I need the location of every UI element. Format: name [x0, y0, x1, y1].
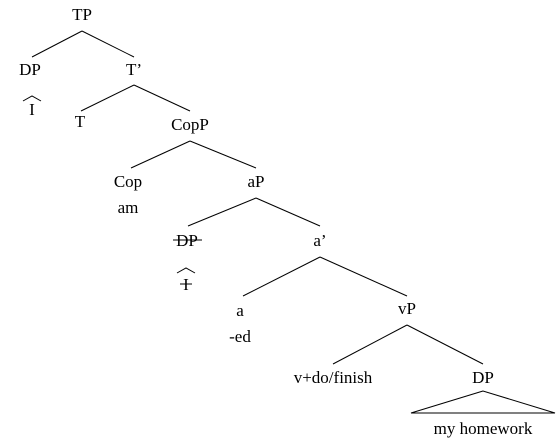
branch-ap-abar — [255, 197, 321, 227]
node-dp-subject: DP — [19, 60, 41, 79]
branch-vp-v — [332, 324, 408, 365]
branch-copp-cop — [130, 140, 191, 169]
node-t-bar: T’ — [126, 60, 142, 79]
branch-abar-a — [242, 256, 321, 297]
node-dp-object: DP — [472, 368, 494, 387]
node-a-bar: a’ — [313, 231, 326, 250]
node-v: v+do/finish — [294, 368, 373, 387]
node-ap: aP — [248, 172, 265, 191]
branch-abar-vp — [319, 256, 408, 297]
words-object: my homework — [434, 419, 533, 438]
node-copp: CopP — [171, 115, 209, 134]
triangle-object — [410, 390, 556, 414]
triangle-lower-subject — [176, 267, 196, 274]
node-tp: TP — [72, 5, 92, 24]
branch-copp-ap — [189, 140, 257, 169]
branch-tp-dp — [31, 30, 83, 58]
branch-vp-dp — [406, 324, 484, 365]
triangle-subject — [22, 95, 42, 102]
node-t: T — [75, 112, 86, 131]
word-am: am — [118, 198, 139, 217]
node-cop: Cop — [114, 172, 142, 191]
node-a: a — [236, 301, 244, 320]
branch-ap-dp — [187, 197, 257, 227]
node-vp: vP — [398, 299, 416, 318]
branch-tbar-t — [80, 84, 135, 112]
word-subject: I — [29, 100, 35, 119]
branch-tbar-copp — [133, 84, 191, 112]
tree-branches — [31, 30, 484, 365]
word-ed: -ed — [229, 327, 251, 346]
branch-tp-tbar — [81, 30, 135, 58]
